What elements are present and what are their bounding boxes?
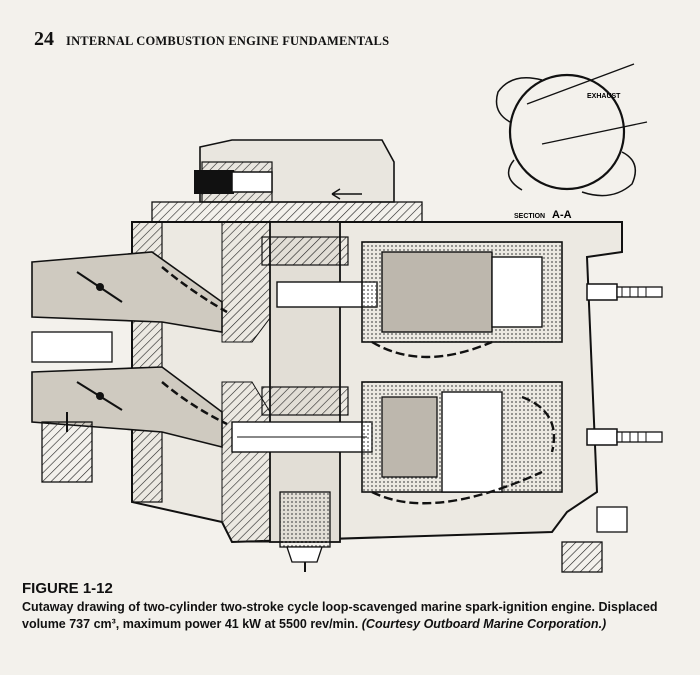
caption-credit: (Courtesy Outboard Marine Corporation.) — [361, 617, 607, 631]
intake-passages — [31, 251, 228, 449]
engine-cutaway-figure: EXHAUST SECTION A-A — [22, 52, 682, 577]
section-label: SECTION — [514, 213, 545, 220]
figure-label: FIGURE 1-12 — [22, 580, 113, 597]
section-a-a-detail: EXHAUST SECTION A-A — [495, 63, 648, 221]
lower-fittings — [41, 412, 628, 573]
running-title: INTERNAL COMBUSTION ENGINE FUNDAMENTALS — [66, 34, 390, 48]
figure-caption: FIGURE 1-12 Cutaway drawing of two-cylin… — [22, 580, 672, 633]
engine-drawing: EXHAUST SECTION A-A — [31, 63, 663, 573]
spark-plugs — [586, 283, 663, 446]
caption-text: Cutaway drawing of two-cylinder two-stro… — [22, 600, 658, 631]
caption-body: Cutaway drawing of two-cylinder two-stro… — [22, 599, 672, 633]
section-mark: A-A — [552, 209, 572, 221]
page-number: 24 — [34, 28, 54, 50]
crankshaft — [231, 221, 378, 572]
flywheel-housing — [151, 139, 423, 223]
exhaust-label: EXHAUST — [587, 93, 621, 100]
cylinders — [361, 241, 563, 505]
running-head: 24 INTERNAL COMBUSTION ENGINE FUNDAMENTA… — [34, 28, 389, 51]
